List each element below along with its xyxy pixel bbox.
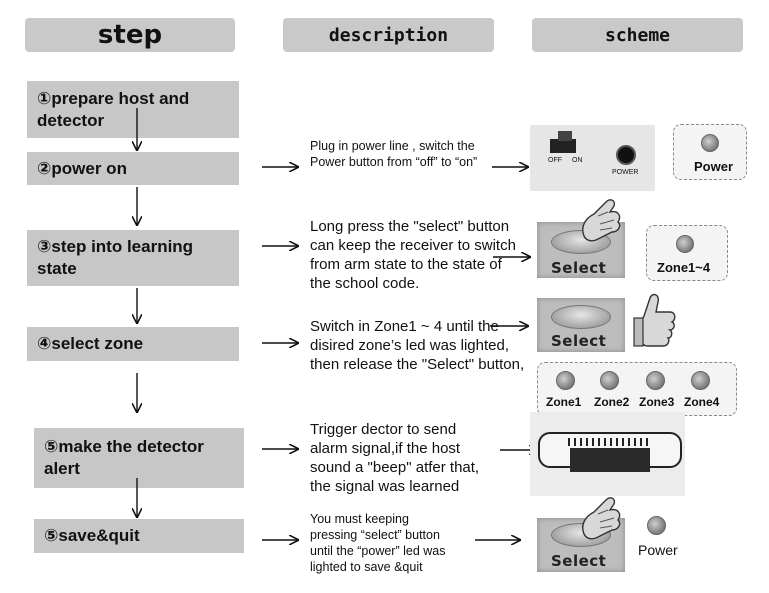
- step-detector-alert-label: ⑤make the detector alert: [44, 437, 204, 478]
- description-column-header: description: [283, 18, 494, 52]
- zone4-label: Zone4: [684, 395, 720, 409]
- zone4-led-icon: [691, 371, 710, 390]
- select-oval-zone: [551, 305, 611, 329]
- power-jack-icon: [616, 145, 636, 165]
- rocker-switch: [550, 139, 576, 153]
- desc-zone-line-1: Switch in Zone1 ~ 4 until the: [310, 318, 499, 335]
- detector-image: [530, 412, 685, 496]
- pressing-hand-save-icon: [582, 497, 621, 540]
- detector-body: [538, 432, 682, 472]
- desc-zone: Switch in Zone1 ~ 4 until the disired zo…: [310, 317, 524, 374]
- zone2-label: Zone2: [594, 395, 630, 409]
- step-learning-state-label: ③step into learning state: [37, 237, 194, 278]
- desc-learning-line-4: the school code.: [310, 275, 420, 292]
- desc-save-line-3: until the “power” led was: [310, 544, 446, 558]
- zone2-led-icon: [600, 371, 619, 390]
- step-prepare: ①prepare host and detector: [27, 81, 239, 138]
- step-select-zone: ④select zone: [27, 327, 239, 361]
- switch-on-label: ON: [572, 157, 583, 164]
- desc-alert-line-1: Trigger dector to send: [310, 421, 457, 438]
- desc-save: You must keeping pressing “select” butto…: [310, 511, 445, 575]
- thumbs-up-icon: [633, 293, 676, 347]
- switch-off-label: OFF: [548, 157, 562, 164]
- desc-save-line-4: lighted to save &quit: [310, 560, 423, 574]
- zone-range-led-icon: [676, 235, 694, 253]
- detector-sensor-window: [570, 448, 650, 472]
- zone-range-label: Zone1~4: [657, 260, 711, 275]
- desc-alert: Trigger dector to send alarm signal,if t…: [310, 420, 479, 496]
- desc-alert-line-2: alarm signal,if the host: [310, 440, 461, 457]
- desc-learning-line-3: from arm state to the state of: [310, 256, 502, 273]
- power-led-icon: [701, 134, 719, 152]
- scheme-column-header: scheme: [532, 18, 743, 52]
- power-led-label: Power: [694, 159, 734, 174]
- step-column-header: step: [25, 18, 235, 52]
- desc-power-on: Plug in power line , switch the Power bu…: [310, 138, 477, 170]
- power-switch-panel: OFF ON POWER: [530, 125, 655, 191]
- step-prepare-label: ①prepare host and detector: [37, 88, 190, 130]
- detector-vent: [568, 438, 652, 446]
- save-power-label: Power: [638, 542, 678, 558]
- select-button-zone: Select: [537, 298, 625, 352]
- zone3-led-icon: [646, 371, 665, 390]
- power-jack-label: POWER: [612, 169, 639, 176]
- desc-learning: Long press the "select" button can keep …: [310, 217, 516, 293]
- select-label-zone: Select: [551, 332, 607, 350]
- desc-power-on-line-1: Plug in power line , switch the: [310, 139, 475, 153]
- step-save-quit: ⑤save&quit: [34, 519, 244, 553]
- desc-save-line-1: You must keeping: [310, 512, 409, 526]
- step-power-on: ②power on: [27, 152, 239, 185]
- desc-save-line-2: pressing “select” button: [310, 528, 440, 542]
- desc-alert-line-4: the signal was learned: [310, 478, 460, 495]
- desc-learning-line-1: Long press the "select" button: [310, 218, 510, 235]
- zone3-label: Zone3: [639, 395, 675, 409]
- step-learning-state: ③step into learning state: [27, 230, 239, 286]
- step-select-zone-label: ④select zone: [37, 334, 144, 353]
- pressing-hand-icon: [582, 199, 621, 242]
- rocker-switch-top: [558, 131, 572, 141]
- desc-power-on-line-2: Power button from “off” to “on”: [310, 155, 478, 169]
- select-label-save: Select: [551, 552, 607, 570]
- desc-zone-line-3: then release the "Select" button,: [310, 356, 525, 373]
- zone-range-panel: Zone1~4: [646, 225, 728, 281]
- step-save-quit-label: ⑤save&quit: [44, 526, 140, 545]
- zone1-led-icon: [556, 371, 575, 390]
- zone-leds-panel: Zone1 Zone2 Zone3 Zone4: [537, 362, 737, 416]
- select-label-learning: Select: [551, 259, 607, 277]
- zone1-label: Zone1: [546, 395, 582, 409]
- step-power-on-label: ②power on: [37, 158, 127, 178]
- desc-zone-line-2: disired zone’s led was lighted,: [310, 337, 510, 354]
- step-detector-alert: ⑤make the detector alert: [34, 428, 244, 488]
- save-power-led-icon: [647, 516, 666, 535]
- power-led-panel: Power: [673, 124, 747, 180]
- desc-learning-line-2: can keep the receiver to switch: [310, 237, 516, 254]
- desc-alert-line-3: sound a "beep" atfer that,: [310, 459, 480, 476]
